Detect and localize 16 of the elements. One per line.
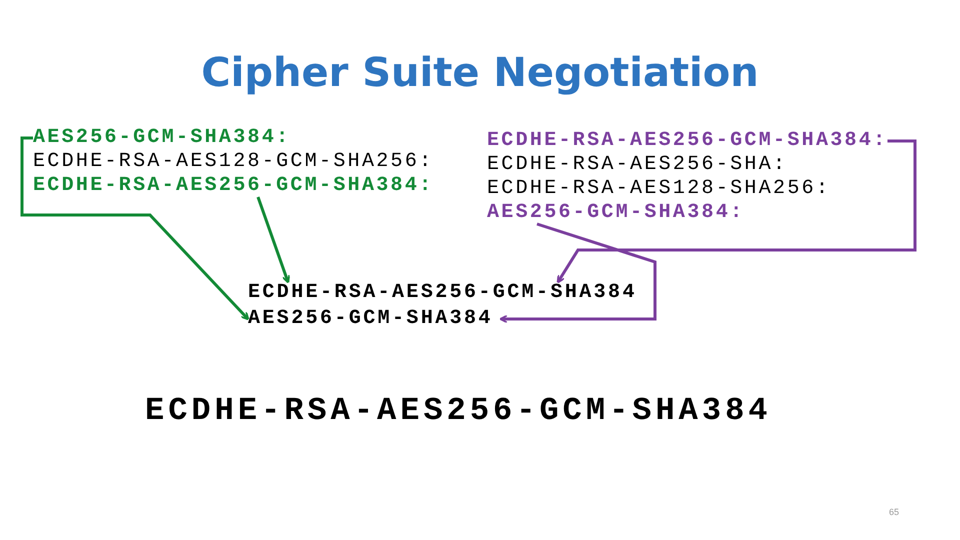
negotiated-cipher-suite: ECDHE-RSA-AES256-GCM-SHA384: [145, 392, 772, 429]
cipher-suite: AES256-GCM-SHA384:: [487, 202, 744, 224]
cipher-suite: ECDHE-RSA-AES256-GCM-SHA384: [248, 282, 637, 304]
arrow: [556, 140, 916, 284]
cipher-suite: ECDHE-RSA-AES128-GCM-SHA256:: [33, 151, 434, 173]
arrow: [20, 136, 250, 320]
cipher-suite: AES256-GCM-SHA384: [248, 308, 493, 330]
slide-title: Cipher Suite Negotiation: [200, 50, 760, 96]
cipher-suite: ECDHE-RSA-AES256-SHA:: [487, 154, 788, 176]
arrow: [499, 222, 656, 324]
cipher-suite: ECDHE-RSA-AES256-GCM-SHA384:: [33, 175, 434, 197]
cipher-suite: AES256-GCM-SHA384:: [33, 127, 290, 149]
cipher-suite: ECDHE-RSA-AES256-GCM-SHA384:: [487, 130, 888, 152]
cipher-suite: ECDHE-RSA-AES128-SHA256:: [487, 178, 830, 200]
page-number: 65: [889, 507, 900, 517]
arrow: [256, 196, 290, 284]
